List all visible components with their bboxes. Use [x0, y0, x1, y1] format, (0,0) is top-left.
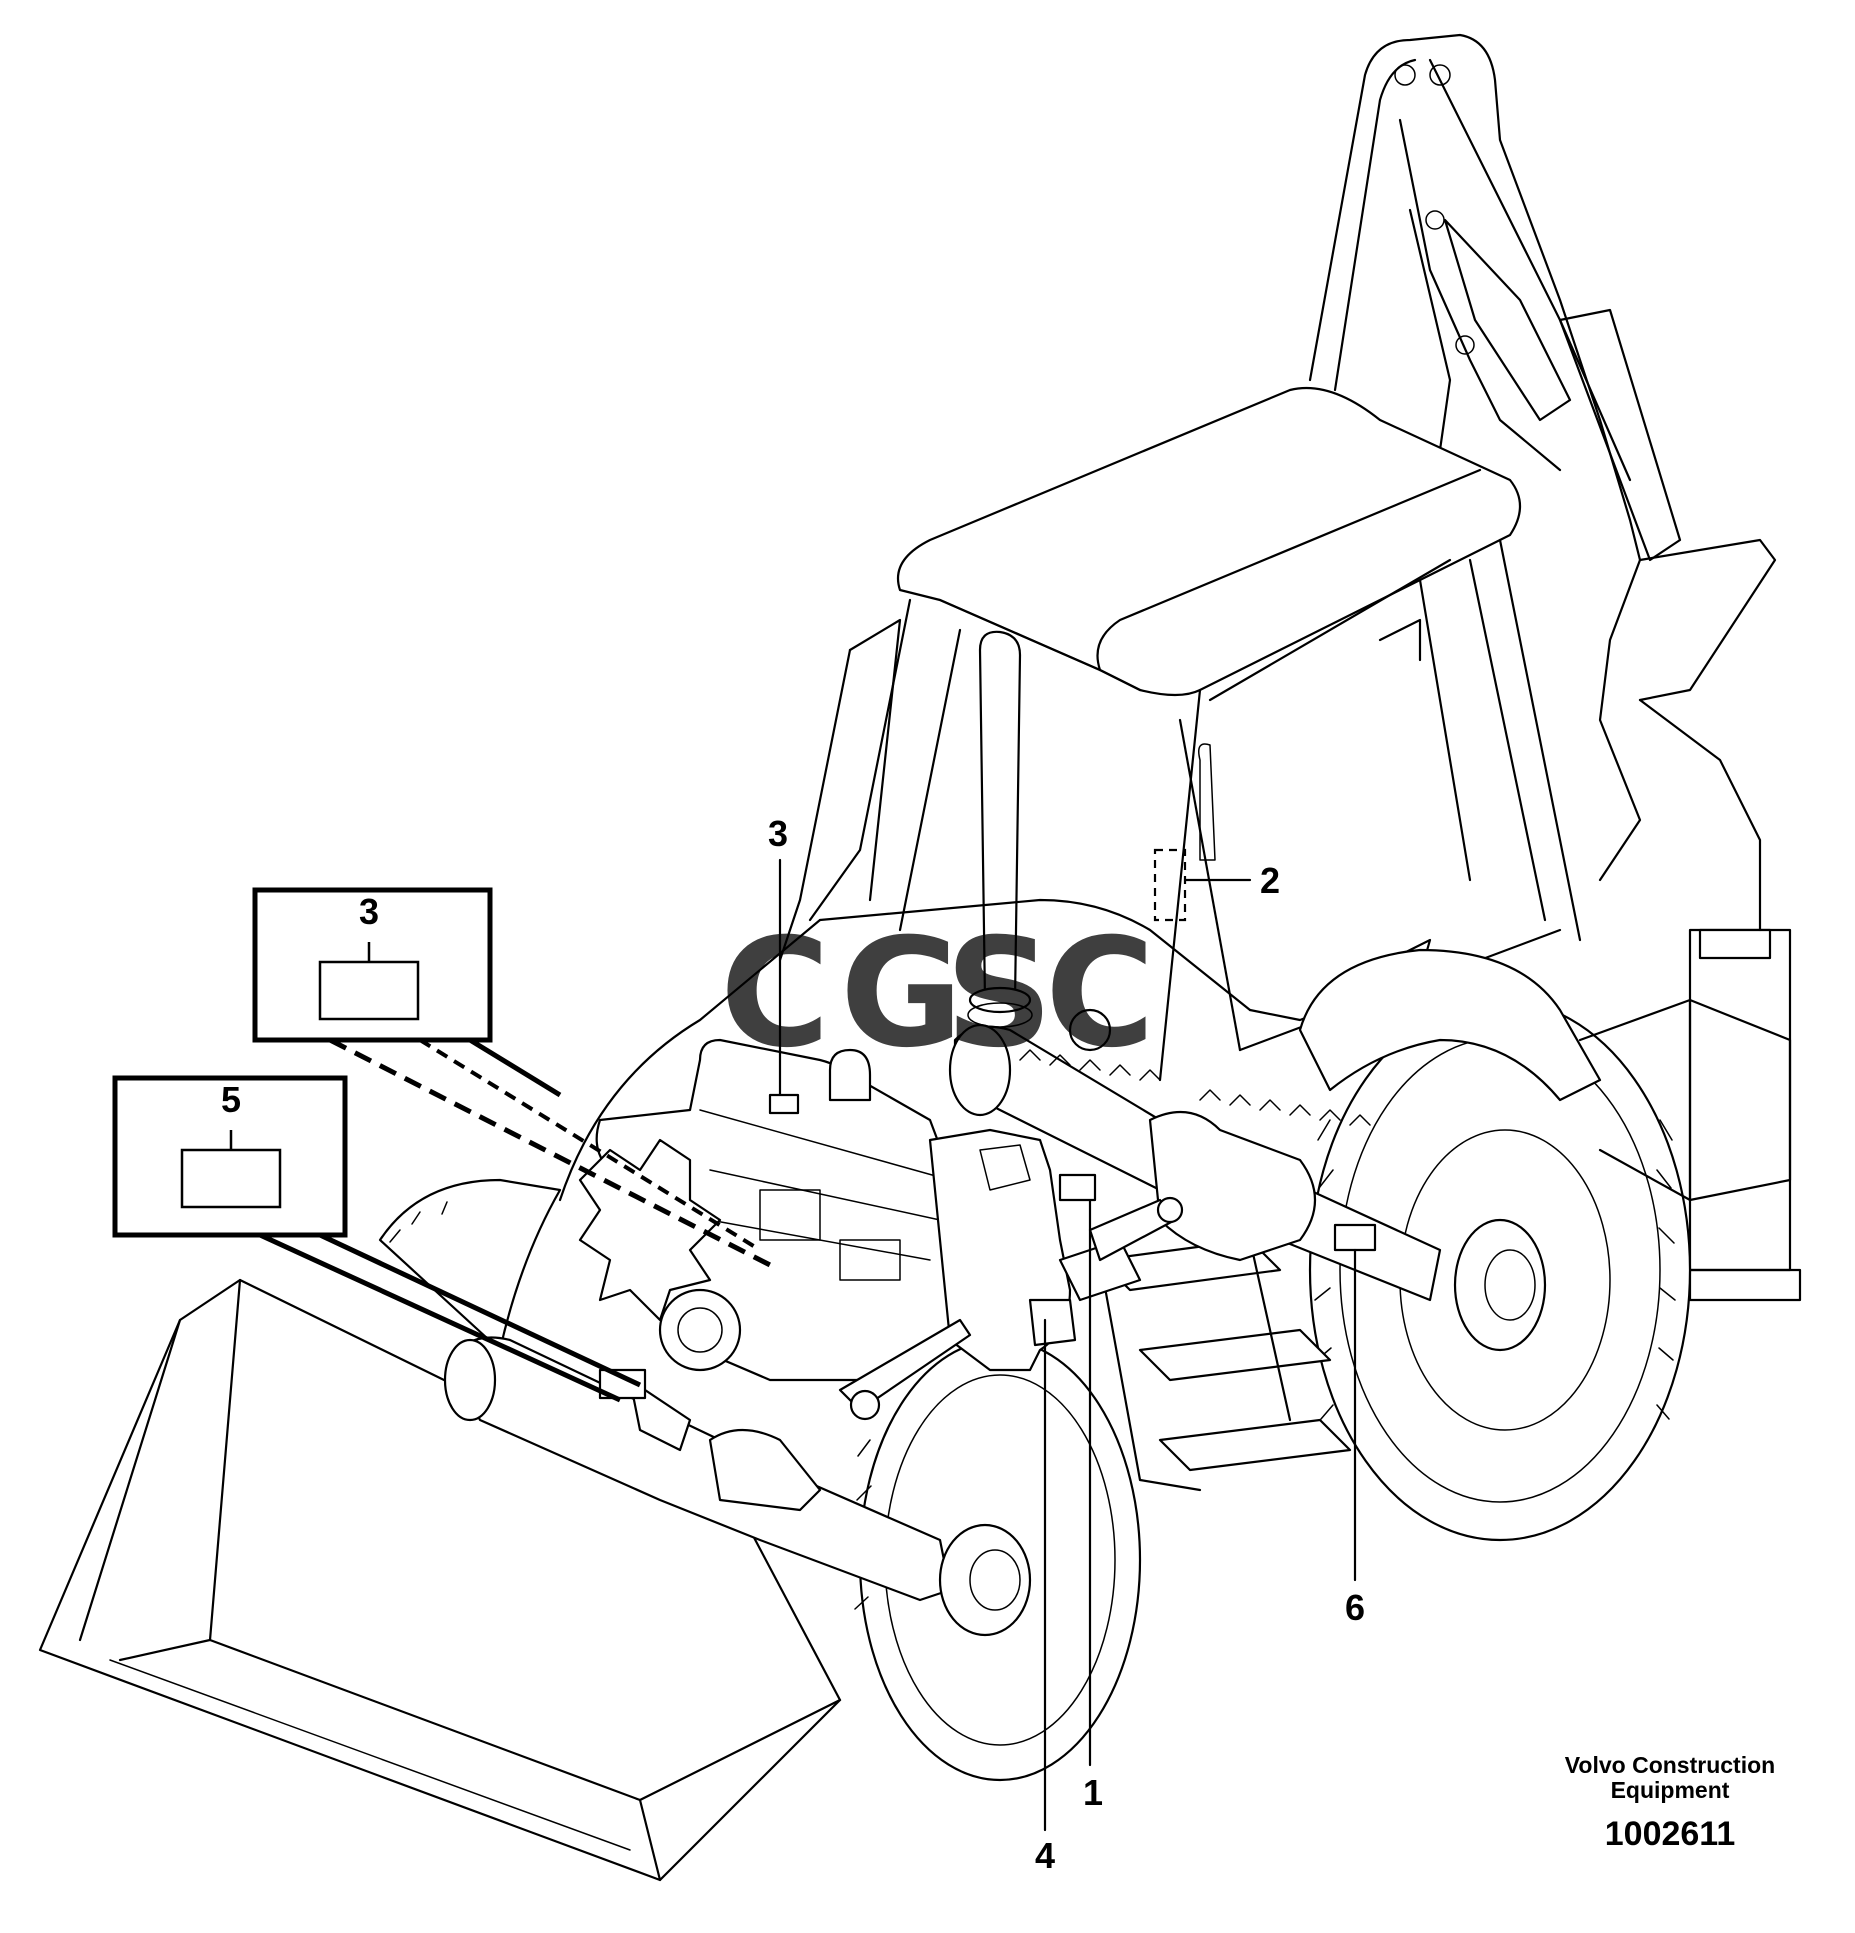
chassis: [558, 898, 1792, 1202]
callout-label-6: 6: [1345, 1587, 1365, 1628]
callout-label-1: 1: [1083, 1772, 1103, 1813]
callout-leaders: [768, 858, 1357, 1832]
figure-caption: Volvo Construction Equipment 1002611: [1565, 1752, 1775, 1853]
detail-box-3-label: 3: [359, 891, 379, 932]
cab: [778, 386, 1582, 1082]
watermark: C G S C: [720, 907, 1155, 1081]
exhaust-pipe: [967, 630, 1033, 1028]
watermark-letter: C: [720, 907, 830, 1081]
caption-line-2: Equipment: [1611, 1777, 1730, 1803]
caption-line-1: Volvo Construction: [1565, 1752, 1775, 1778]
transmission: [928, 1128, 1142, 1372]
detail-box-5: 5: [112, 1075, 642, 1403]
engine: [578, 1038, 962, 1382]
detail-box-3: 3: [252, 887, 772, 1268]
figure-number: 1002611: [1605, 1815, 1736, 1853]
callout-label-3: 3: [768, 813, 788, 854]
front-bucket: [38, 1278, 842, 1882]
detail-box-5-label: 5: [221, 1079, 241, 1120]
callout-label-2: 2: [1260, 860, 1280, 901]
drive-shafts: [838, 1196, 1184, 1421]
callout-2-marker: [1153, 848, 1252, 922]
front-axle: [443, 1336, 1032, 1637]
watermark-letter: G: [840, 907, 963, 1081]
watermark-letter: C: [1045, 907, 1155, 1081]
callout-labels: 3 2 6 1 4: [768, 813, 1365, 1876]
callout-label-4: 4: [1035, 1835, 1055, 1876]
rear-axle: [948, 1023, 1547, 1352]
watermark-letter: S: [945, 907, 1053, 1081]
